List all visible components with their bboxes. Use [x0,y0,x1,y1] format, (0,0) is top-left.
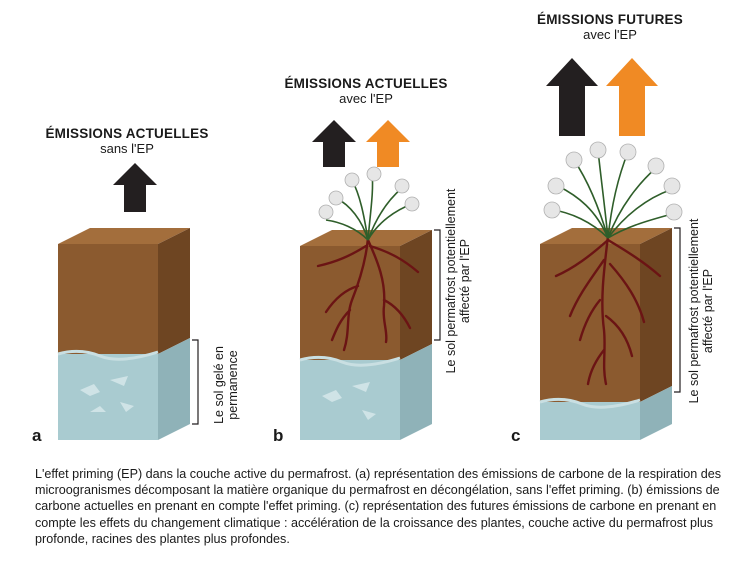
panel-a-soil-side [158,228,190,354]
panel-c-black-arrow [546,58,598,136]
panel-c-side-label-line2: affecté par l'EP [701,268,715,354]
panel-a-title: ÉMISSIONS ACTUELLES [45,126,209,141]
panel-a-subtitle: sans l'EP [100,140,154,156]
panel-a-heading: ÉMISSIONS ACTUELLES sans l'EP [22,126,232,156]
panel-b-letter: b [273,426,284,445]
panel-a-ice-front [58,354,158,440]
panel-c-heading: ÉMISSIONS FUTURES avec l'EP [500,12,720,42]
panel-c-ice-side [640,386,672,440]
panel-a-soil-front [58,244,158,354]
panel-c-bracket [674,227,681,393]
panel-c-side-label-line1: Le sol permafrost potentiellement [687,218,701,404]
panel-b-bracket [434,229,441,341]
diagram-svg [57,58,683,440]
panel-a-black-arrow [113,163,157,212]
panel-a-side-label-line1: Le sol gelé en [212,346,226,424]
panel-a-ice-side [158,338,190,440]
panel-b-ice-front [300,360,400,440]
panel-b-side-label: Le sol permafrost potentiellement affect… [444,181,474,381]
panel-c-subtitle: avec l'EP [583,26,637,42]
panel-a-letter: a [32,426,42,445]
panel-a-bracket [192,339,199,425]
panel-a-soil-top [58,228,190,244]
panel-b-orange-arrow [366,120,410,167]
panel-b-side-label-line2: affecté par l'EP [458,238,472,324]
panel-b-subtitle: avec l'EP [339,90,393,106]
panel-a-side-label: Le sol gelé en permanence [212,330,242,440]
panel-a-block [57,163,190,440]
panel-c-ice-front [540,402,640,440]
panel-b-heading: ÉMISSIONS ACTUELLES avec l'EP [256,76,476,106]
panel-b-flowers [318,166,420,220]
permafrost-diagram: ÉMISSIONS ACTUELLES sans l'EP ÉMISSIONS … [22,12,720,445]
panel-c-flowers [543,141,683,221]
panel-b-title: ÉMISSIONS ACTUELLES [284,76,448,91]
panel-b-black-arrow [312,120,356,167]
panel-b-soil-side [400,230,432,360]
panel-b-roots [316,236,420,352]
panel-c-side-label: Le sol permafrost potentiellement affect… [687,211,717,411]
panel-c-roots [554,234,662,386]
figure-caption: L'effet priming (EP) dans la couche acti… [35,467,722,546]
panel-b-side-label-line1: Le sol permafrost potentiellement [444,188,458,374]
panel-b-block [299,120,441,440]
panel-c-letter: c [511,426,521,445]
panel-c-title: ÉMISSIONS FUTURES [537,12,683,27]
panel-c-block [539,58,683,440]
panel-a-side-label-line2: permanence [226,350,240,420]
panel-b-ice-side [400,344,432,440]
panel-c-soil-side [640,228,672,402]
panel-c-orange-arrow [606,58,658,136]
